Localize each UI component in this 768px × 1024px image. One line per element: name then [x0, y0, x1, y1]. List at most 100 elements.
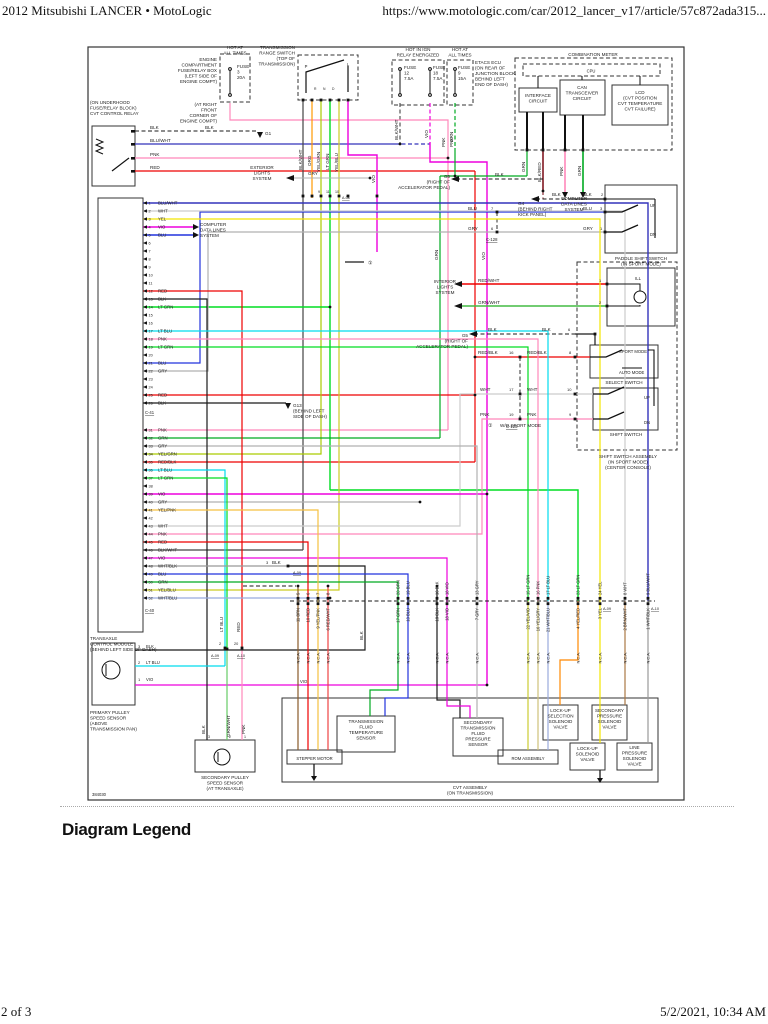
diagram-label: 12: [149, 290, 153, 294]
wire: [590, 349, 623, 358]
diagram-label: 36: [149, 469, 153, 473]
diagram-label: BLK: [272, 560, 282, 565]
diagram-label: GRY: [583, 226, 593, 231]
diagram-label: N.C.A.: [406, 652, 411, 663]
diagram-label: BLK: [488, 327, 498, 332]
diagram-label: PNK: [480, 412, 490, 417]
diagram-label: WHT: [527, 387, 538, 392]
wire: [446, 601, 471, 718]
diagram-label: 2: [149, 210, 151, 214]
diagram-label: N.C.A.: [546, 652, 551, 663]
wire: [605, 224, 639, 233]
diagram-label: BLK: [150, 125, 160, 130]
diagram-label: 17: [149, 330, 153, 334]
diagram-label: 7: [149, 250, 151, 254]
diagram-label: PNK: [449, 137, 454, 147]
diagram-label: AUTO MODE: [619, 370, 644, 375]
diagram-label: 13: [149, 298, 153, 302]
diagram-label: YEL/PNK: [158, 508, 176, 513]
diagram-label: 20: [149, 354, 153, 358]
diagram-label: 26: [149, 402, 153, 406]
diagram-label: BLK: [201, 724, 206, 734]
diagram-label: 5: [149, 234, 151, 238]
wire: [559, 601, 579, 705]
diagram-label: 3: [208, 735, 210, 739]
diagram-label: 39: [149, 493, 153, 497]
article-url-link[interactable]: https://www.motologic.com/car/2012_lance…: [382, 3, 766, 18]
diagram-label: A-09: [293, 571, 301, 575]
diagram-label: 1: [599, 278, 602, 283]
diagram-label: SHIFT SWITCH: [610, 432, 643, 437]
diagram-label: BLK: [542, 327, 552, 332]
diagram-label: BLK: [158, 297, 166, 302]
wire: [143, 218, 601, 601]
page-timestamp: 5/2/2021, 10:34 AM: [660, 1004, 766, 1019]
diagram-label: GRY: [158, 500, 167, 505]
diagram-label: N.C.A.: [536, 652, 541, 663]
diagram-label: BLU: [468, 206, 477, 211]
diagram-label: 43: [149, 525, 153, 529]
diagram-label: N: [323, 87, 326, 91]
diagram-label: C-128: [486, 237, 498, 242]
diagram-label: 1: [138, 677, 141, 682]
diagram-label: BLU: [158, 361, 166, 366]
diagram-label: BLK/WHT: [298, 149, 303, 170]
diagram-marks: [101, 67, 650, 783]
diagram-label: YEL/GRN: [158, 452, 177, 457]
diagram-label: 2 BRN/WHT: [623, 608, 628, 631]
wire: [143, 509, 319, 601]
wire: [143, 202, 649, 601]
diagram-label: C-128: [506, 424, 518, 429]
diagram-label: A-08: [342, 196, 350, 200]
diagram-label: PNK: [150, 152, 160, 157]
diagram-label: 3: [600, 206, 603, 211]
diagram-label: PNK: [241, 724, 246, 734]
page-header-title: 2012 Mitsubishi LANCER • MotoLogic: [2, 3, 212, 18]
diagram-label: C-40: [145, 608, 155, 613]
page-header-url[interactable]: https://www.motologic.com/car/2012_lance…: [382, 3, 766, 19]
diagram-label: 1: [600, 226, 603, 231]
wire: [575, 333, 596, 345]
diagram-label: RED: [158, 393, 167, 398]
diagram-label: 2: [219, 642, 221, 646]
diagram-label: LT GRN: [158, 476, 173, 481]
diagram-label: 7: [316, 592, 321, 595]
diagram-label: 19 BLU: [406, 581, 411, 595]
diagram-label: RED: [158, 289, 167, 294]
diagram-label: N.C.A.: [396, 652, 401, 663]
diagram-label: WHT: [480, 387, 491, 392]
diagram-label: 10: [335, 190, 339, 194]
diagram-label: BLU: [158, 572, 166, 577]
diagram-label: 48: [149, 565, 153, 569]
diagram-wires: [94, 59, 656, 778]
diagram-label: 16 BLK: [435, 581, 440, 595]
diagram-label: 3: [138, 644, 141, 649]
diagram-label: YEL/GRN: [316, 152, 321, 172]
wire: [143, 557, 448, 601]
shift-assembly-box: [576, 261, 678, 451]
diagram-label: N.C.A.: [646, 652, 651, 663]
diagram-label: 34: [149, 453, 153, 457]
diagram-label: RED/BLK: [527, 350, 548, 355]
diagram-label: BLK: [146, 644, 154, 649]
diagram-label: RED/WHT: [478, 278, 500, 283]
diagram-label: ①: [368, 261, 373, 267]
diagram-label: 16 YEL/GRY: [536, 608, 541, 632]
diagram-label: N.C.A.: [435, 652, 440, 663]
diagram-label: BLU: [158, 233, 166, 238]
diagram-label: 3 YEL: [598, 607, 603, 619]
diagram-label: 31: [149, 429, 153, 433]
diagram-label: WHT: [158, 209, 168, 214]
wire: [607, 283, 641, 291]
pressure-sensor-box: [452, 717, 504, 757]
wire: [135, 565, 366, 651]
wire: [305, 59, 345, 93]
